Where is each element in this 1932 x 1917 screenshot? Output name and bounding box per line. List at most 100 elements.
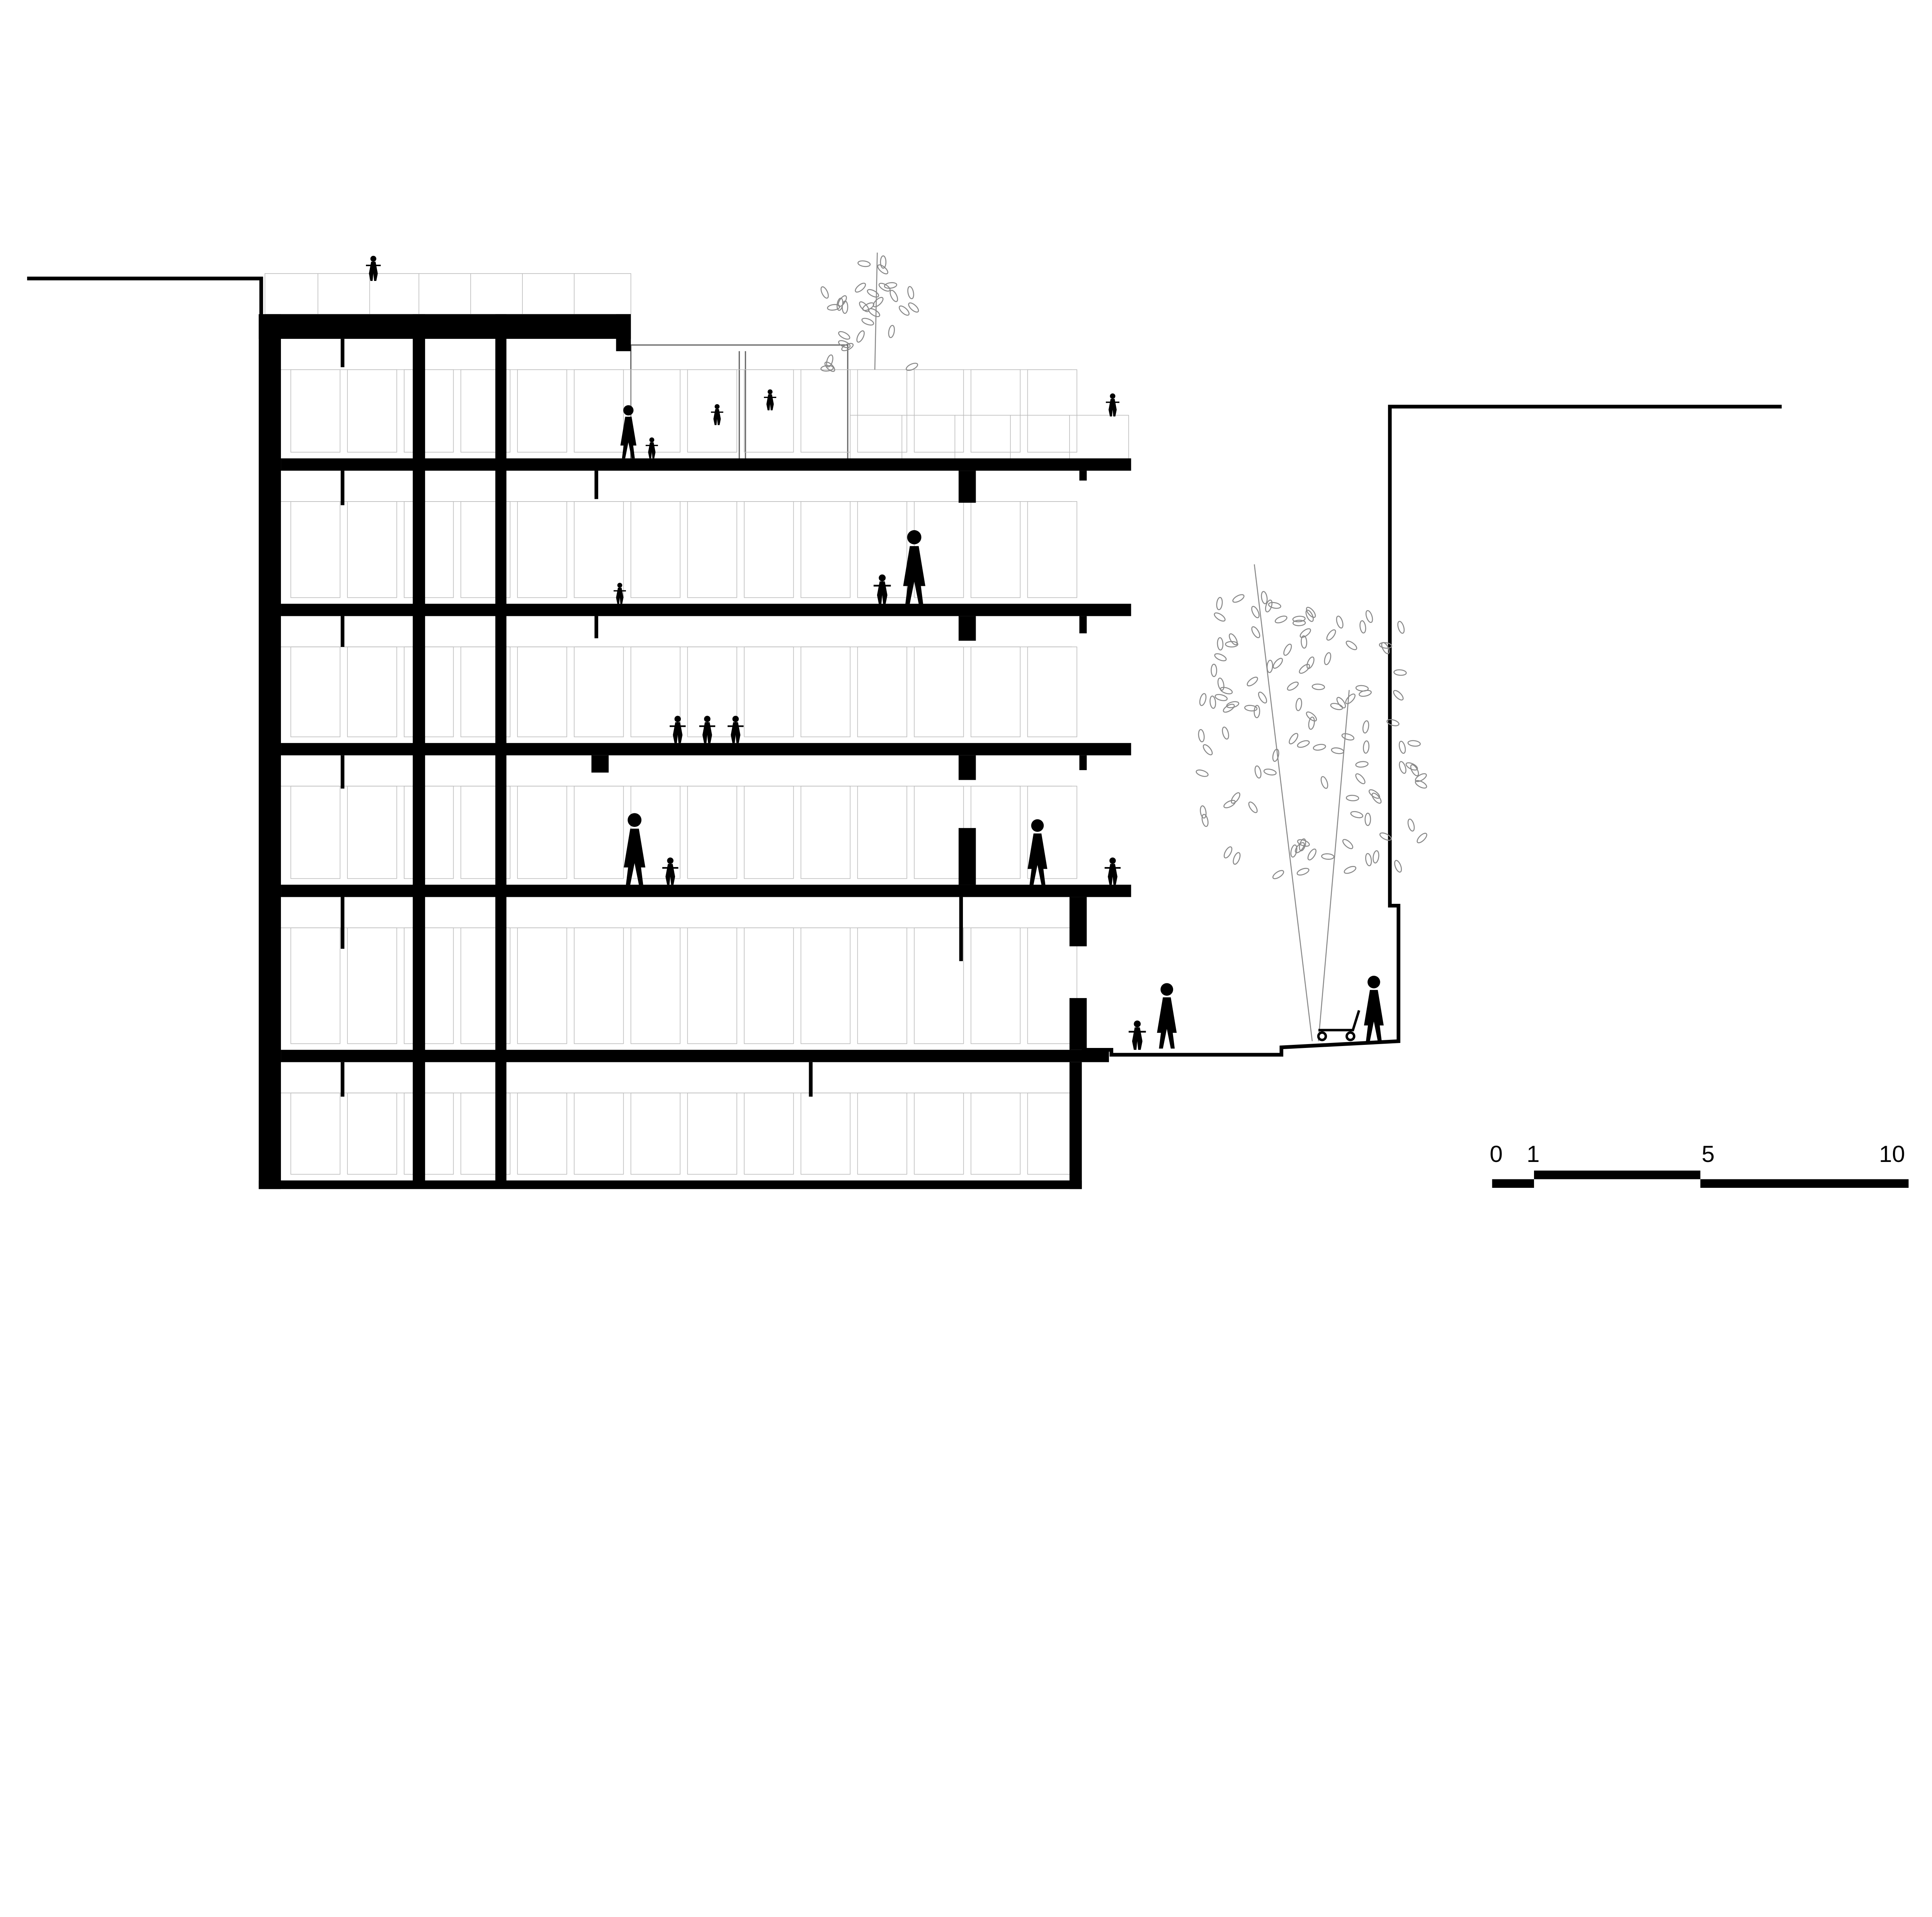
leaf <box>1251 626 1260 638</box>
person-child-floor3c <box>727 716 744 743</box>
leaf <box>1283 643 1292 656</box>
window-outline <box>290 927 340 1044</box>
leaf <box>1365 853 1372 866</box>
leaf <box>1336 697 1346 709</box>
leaf <box>1299 628 1311 638</box>
leaf <box>1296 867 1310 876</box>
section-drawing: 0 1 5 10 <box>27 252 1909 1189</box>
leaf <box>1223 704 1235 713</box>
column-a <box>413 314 425 1183</box>
person-child-floor4a <box>873 574 891 604</box>
leaf <box>889 290 898 302</box>
window-outline <box>800 786 851 879</box>
window-outline <box>800 501 851 598</box>
leaf <box>1305 609 1314 622</box>
person-child-roof <box>645 437 658 459</box>
leaf <box>908 302 919 313</box>
window-outline <box>404 646 454 737</box>
leaf <box>859 301 869 312</box>
leaf <box>1307 849 1316 861</box>
leaf <box>1214 653 1227 662</box>
leaf <box>1364 813 1371 826</box>
scale-segment-1-5 <box>1534 1170 1701 1179</box>
leaf <box>1320 776 1328 789</box>
window-outline <box>1027 646 1077 737</box>
person-adult-balcony <box>1027 819 1048 885</box>
leaf <box>877 264 888 274</box>
wall-stub <box>958 471 976 503</box>
leaf <box>1253 705 1260 718</box>
leaf <box>1405 762 1418 771</box>
leaf <box>1365 610 1373 623</box>
leaf <box>1363 740 1370 754</box>
window-outline <box>800 369 851 453</box>
window-outline <box>687 369 737 453</box>
leaf <box>1379 642 1392 649</box>
leaf <box>1301 635 1307 649</box>
leaf <box>1198 729 1205 742</box>
window-outline <box>687 1092 737 1175</box>
person-child-floor3b <box>699 716 716 743</box>
person-with-stroller <box>1364 976 1384 1041</box>
leaf <box>1306 656 1315 669</box>
window-outline <box>574 369 624 453</box>
window-outline <box>574 786 624 879</box>
leaf <box>906 362 918 371</box>
balcony-edge <box>1079 616 1087 634</box>
window-outline <box>347 927 397 1044</box>
person-child-floor2 <box>662 857 679 885</box>
leaf <box>1217 677 1225 691</box>
leaf <box>1359 620 1366 634</box>
window-outline <box>630 927 681 1044</box>
window-outline <box>1027 501 1077 598</box>
leaf <box>1297 839 1310 847</box>
leaf <box>1393 690 1404 701</box>
person-greenhouse-1 <box>711 404 723 425</box>
leaf <box>838 295 847 307</box>
leaf <box>1251 606 1260 618</box>
floor-slab-1 <box>281 1050 1109 1062</box>
leaf <box>820 365 834 372</box>
scale-segment-0-1 <box>1492 1179 1534 1188</box>
leaf <box>1379 832 1392 841</box>
leaf <box>1372 850 1379 864</box>
basement-wall <box>1069 1062 1082 1189</box>
leaf <box>1407 740 1421 747</box>
person-adult-floor2 <box>624 813 646 885</box>
person-adult-street <box>1157 983 1177 1049</box>
window-outline <box>574 927 624 1044</box>
window-outline <box>914 369 964 453</box>
window-outline <box>800 1092 851 1175</box>
leaf <box>1399 741 1406 754</box>
roof-railing <box>264 273 1129 460</box>
leaf <box>1297 740 1310 748</box>
leaf <box>1226 701 1240 708</box>
window-outline <box>404 927 454 1044</box>
leaf <box>1263 769 1277 776</box>
leaf <box>1394 860 1402 873</box>
floor-slab-4 <box>281 604 1131 616</box>
leaf <box>1324 652 1332 665</box>
leaf <box>1289 733 1298 745</box>
window-outline <box>744 927 794 1044</box>
person-child-balcony <box>1104 857 1121 885</box>
basement-slab <box>259 1180 1082 1189</box>
leaf <box>1217 637 1224 651</box>
ground-facade-wall-lower <box>1069 998 1087 1050</box>
leaf <box>1222 726 1229 740</box>
leaf <box>1211 663 1217 677</box>
scale-bar: 0 1 5 10 <box>1490 1141 1909 1188</box>
leaf <box>899 305 910 316</box>
leaf <box>857 260 871 267</box>
floor-slab-5 <box>281 458 1131 471</box>
leaf <box>1417 833 1427 844</box>
leaf <box>1355 685 1369 692</box>
person-adult-roof <box>620 405 637 459</box>
leaf <box>1331 747 1344 754</box>
leaf <box>1220 687 1233 694</box>
window-outline <box>914 646 964 737</box>
left-ground-line <box>27 276 263 316</box>
window-outline <box>857 927 907 1044</box>
window-outline <box>970 646 1021 737</box>
leaf <box>1397 621 1405 634</box>
